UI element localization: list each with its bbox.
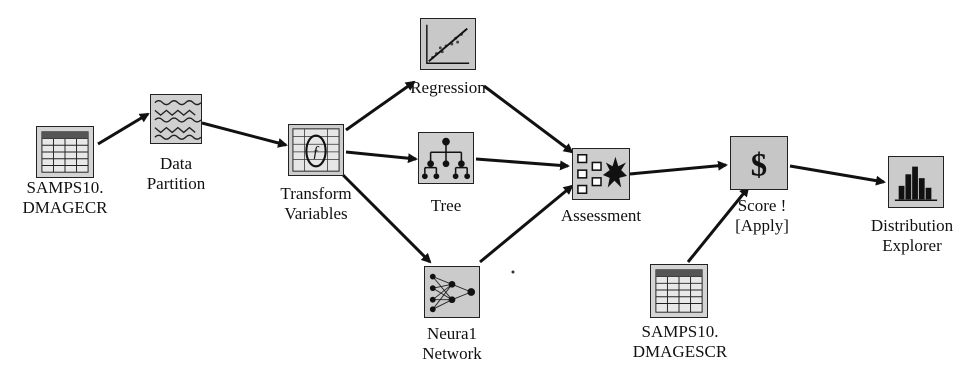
partition-icon[interactable]: [150, 94, 202, 144]
histogram-icon[interactable]: [888, 156, 944, 208]
node-label: Transform Variables: [280, 184, 352, 223]
data-table-icon[interactable]: [36, 126, 94, 178]
transform-icon[interactable]: ƒ: [288, 124, 344, 176]
regression-icon[interactable]: [420, 18, 476, 70]
node-label: Assessment: [560, 206, 642, 225]
assessment-icon[interactable]: [572, 148, 630, 200]
edge-partition-to-transform: [201, 121, 288, 148]
edge-samps10-to-partition: [97, 112, 150, 146]
neural-network-icon[interactable]: [424, 266, 480, 318]
edge-score-to-distribution: [789, 164, 886, 186]
node-label: Tree: [430, 196, 462, 215]
svg-text:$: $: [751, 148, 767, 184]
node-label: Regression: [410, 78, 486, 97]
edge-transform-to-tree: [345, 150, 418, 164]
node-label: Score ! [Apply]: [735, 196, 789, 235]
node-label: Data Partition: [146, 154, 206, 193]
node-label: Distribution Explorer: [870, 216, 954, 255]
edge-neural-to-assessment: [479, 184, 574, 264]
edge-assessment-to-score: [629, 160, 728, 176]
node-label: SAMPS10. DMAGECR: [22, 178, 108, 217]
edge-transform-to-regression: [345, 80, 416, 132]
dollar-icon[interactable]: $: [730, 136, 788, 190]
node-label: Neura1 Network: [422, 324, 482, 363]
data-table-icon[interactable]: [650, 264, 708, 318]
edge-samps10scr-to-score: [686, 186, 750, 263]
tree-icon[interactable]: [418, 132, 474, 184]
edge-regression-to-assessment: [483, 84, 574, 154]
svg-text:ƒ: ƒ: [312, 144, 320, 161]
edge-tree-to-assessment: [475, 157, 570, 171]
node-label: SAMPS10. DMAGESCR: [632, 322, 728, 361]
edge-transform-to-neural: [338, 170, 432, 264]
